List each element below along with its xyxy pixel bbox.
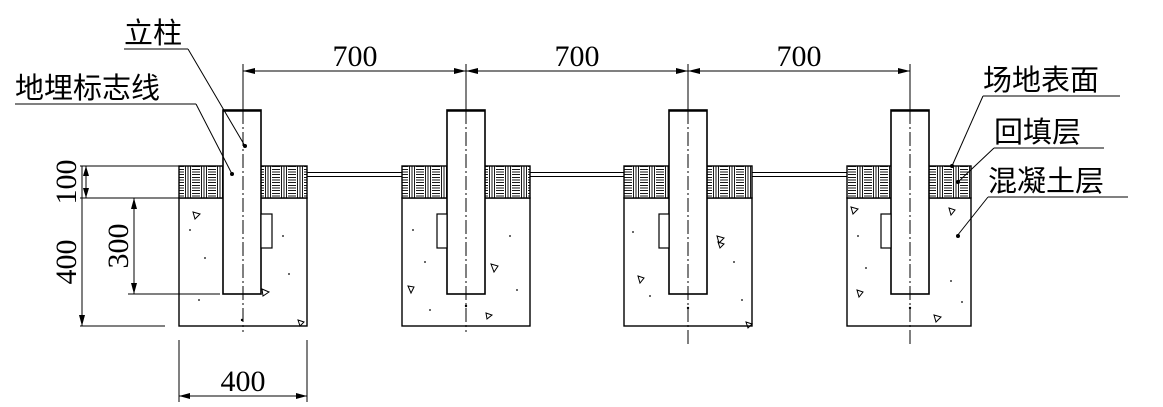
label-marker-line: 地埋标志线	[15, 71, 160, 105]
buried-marker-line	[232, 172, 935, 177]
bracket-3	[658, 213, 670, 249]
foundation-4	[846, 88, 972, 345]
foundation-2	[401, 88, 531, 332]
top-dimension-chain	[242, 64, 911, 110]
foundation-1	[178, 88, 308, 332]
spacing-dimension-1: 700	[333, 40, 378, 73]
label-post: 立柱	[124, 16, 182, 50]
left-dimension-lines	[79, 165, 220, 327]
bottom-dimension-lines	[178, 340, 308, 402]
foundation-depth-dimension: 400	[50, 240, 83, 285]
bracket-4	[880, 213, 892, 249]
spacing-dimension-2: 700	[555, 40, 600, 73]
backfill-depth-dimension: 100	[50, 160, 83, 205]
label-concrete-layer: 混凝土层	[988, 164, 1104, 198]
foundation-3	[623, 88, 753, 345]
label-backfill-layer: 回填层	[994, 115, 1081, 149]
concrete-dots	[189, 229, 963, 322]
post-embed-depth-dimension: 300	[102, 224, 135, 269]
foundation-width-dimension: 400	[221, 365, 266, 398]
post-1	[222, 109, 262, 295]
spacing-dimension-3: 700	[777, 40, 822, 73]
concrete-aggregate-marks	[192, 206, 956, 329]
label-ground-surface: 场地表面	[983, 63, 1099, 97]
bracket-2	[436, 213, 448, 249]
bracket-1	[260, 213, 273, 249]
